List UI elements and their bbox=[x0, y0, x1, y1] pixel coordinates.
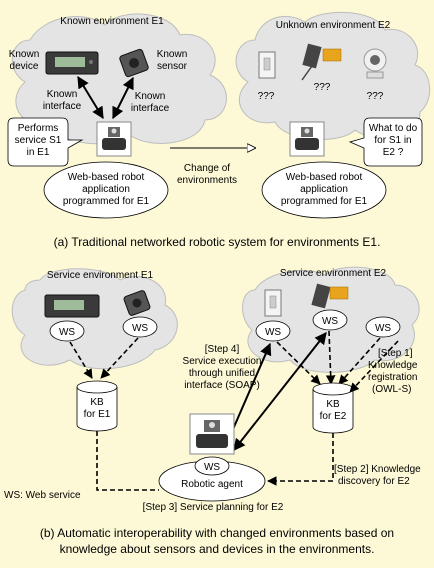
cloud-title-known-e1: Known environment E1 bbox=[60, 16, 164, 27]
ws-to-kb1-arrow-2 bbox=[100, 337, 139, 379]
speech-left-line-3: in E1 bbox=[27, 147, 50, 158]
known-interface-arrow-left bbox=[77, 75, 104, 120]
ws-ellipse-agent bbox=[194, 456, 230, 476]
ws-ellipse-5 bbox=[365, 316, 401, 338]
cloud-title-unknown-e2: Unknown environment E2 bbox=[276, 20, 391, 31]
speech-right-line-2: for S1 in bbox=[374, 135, 411, 146]
device-icon-b bbox=[44, 294, 100, 318]
kb-e1-cylinder bbox=[76, 380, 118, 432]
known-interface-right-2: interface bbox=[131, 103, 170, 114]
robot-icon-right bbox=[289, 121, 325, 157]
unknown-sensor-icon bbox=[301, 43, 342, 81]
device-icon bbox=[45, 51, 99, 75]
robot-app-right-1: Web-based robot bbox=[286, 172, 363, 183]
robot-app-left-3: programmed for E1 bbox=[63, 196, 150, 207]
sensor-icon-b bbox=[123, 290, 151, 316]
known-interface-left-1: Known bbox=[47, 89, 78, 100]
robot-app-right-2: application bbox=[300, 184, 348, 195]
speech-bubble-left bbox=[7, 117, 84, 167]
step1-line-1: [Step 1] bbox=[378, 348, 413, 359]
sensor2-icon-b bbox=[311, 283, 349, 309]
known-device-label-2: device bbox=[10, 61, 39, 72]
ws-label-5: WS bbox=[375, 323, 391, 334]
speech-bubble-right bbox=[348, 117, 423, 167]
robot-app-left-2: application bbox=[82, 184, 130, 195]
speech-left-line-1: Performs bbox=[18, 123, 59, 134]
known-device-label-1: Known bbox=[9, 49, 40, 60]
ws-label-3: WS bbox=[265, 327, 281, 338]
ws-ellipse-2 bbox=[122, 316, 158, 338]
step4-line-3: through unified bbox=[189, 368, 255, 379]
unknown-camera-icon bbox=[363, 48, 387, 79]
robot-app-ellipse-left bbox=[43, 161, 169, 219]
robot-app-ellipse-right bbox=[261, 161, 387, 219]
step1-line-2: Knowledge bbox=[368, 360, 418, 371]
robotic-agent-label: Robotic agent bbox=[181, 479, 243, 490]
step1-line-4: (OWL-S) bbox=[372, 384, 411, 395]
unknown-switch-icon bbox=[258, 51, 276, 79]
change-label-1: Change of bbox=[184, 163, 230, 174]
step2-line-1: [Step 2] Knowledge bbox=[334, 464, 421, 475]
robot-app-right-3: programmed for E1 bbox=[281, 196, 368, 207]
step1-line-3: registration bbox=[368, 372, 417, 383]
ws-label-agent: WS bbox=[204, 462, 220, 473]
switch-icon-b bbox=[264, 289, 282, 317]
cloud-title-service-e1: Service environment E1 bbox=[47, 270, 154, 281]
caption-b-line-1: (b) Automatic interoperability with chan… bbox=[40, 526, 394, 540]
known-interface-right-1: Known bbox=[135, 91, 166, 102]
unknown-mark-3: ??? bbox=[367, 91, 384, 102]
step4-line-4: interface (SOAP) bbox=[184, 380, 260, 391]
step4-line-1: [Step 4] bbox=[205, 344, 240, 355]
kb2-to-agent-arrow bbox=[267, 433, 334, 486]
robot-app-left-1: Web-based robot bbox=[68, 172, 145, 183]
cloud-unknown-environment-e2 bbox=[235, 11, 431, 140]
cloud-service-environment-e1 bbox=[11, 268, 178, 370]
ws-to-kb2-arrow-3 bbox=[338, 337, 381, 385]
caption-a: (a) Traditional networked robotic system… bbox=[54, 235, 381, 249]
step4-line-2: Service execution bbox=[183, 356, 262, 367]
known-sensor-label-2: sensor bbox=[157, 61, 188, 72]
robot-icon-b bbox=[189, 413, 235, 455]
known-sensor-label-1: Known bbox=[157, 49, 188, 60]
change-label-2: environments bbox=[177, 175, 237, 186]
kb-e2-label-2: for E2 bbox=[320, 411, 347, 422]
kb1-to-agent-connector bbox=[96, 431, 159, 491]
unknown-mark-2: ??? bbox=[314, 82, 331, 93]
caption-b-line-2: knowledge about sensors and devices in t… bbox=[60, 542, 375, 556]
sensor-icon bbox=[119, 48, 149, 78]
kb-e2-label-1: KB bbox=[326, 399, 340, 410]
kb-e1-label-1: KB bbox=[90, 397, 104, 408]
ws-legend: WS: Web service bbox=[4, 490, 81, 501]
ws-label-4: WS bbox=[322, 316, 338, 327]
ws-to-kb2-arrow-2 bbox=[325, 330, 336, 385]
unknown-mark-1: ??? bbox=[258, 91, 275, 102]
ws-to-kb1-arrow-1 bbox=[69, 341, 93, 379]
known-interface-arrow-right bbox=[112, 76, 134, 120]
speech-right-line-3: E2 ? bbox=[383, 147, 404, 158]
cloud-title-service-e2: Service environment E2 bbox=[280, 268, 387, 279]
speech-right-line-1: What to do bbox=[369, 123, 418, 134]
step2-line-2: discovery for E2 bbox=[338, 476, 410, 487]
step3-label: [Step 3] Service planning for E2 bbox=[143, 502, 284, 513]
ws-ellipse-4 bbox=[312, 309, 348, 331]
ws-label-2: WS bbox=[132, 323, 148, 334]
step1-arrow bbox=[349, 340, 399, 393]
ws-label-1: WS bbox=[59, 327, 75, 338]
kb-e1-label-2: for E1 bbox=[84, 409, 111, 420]
robot-icon-left bbox=[96, 121, 132, 157]
speech-left-line-2: service S1 bbox=[15, 135, 62, 146]
known-interface-left-2: interface bbox=[43, 101, 82, 112]
ws-ellipse-1 bbox=[49, 320, 85, 342]
